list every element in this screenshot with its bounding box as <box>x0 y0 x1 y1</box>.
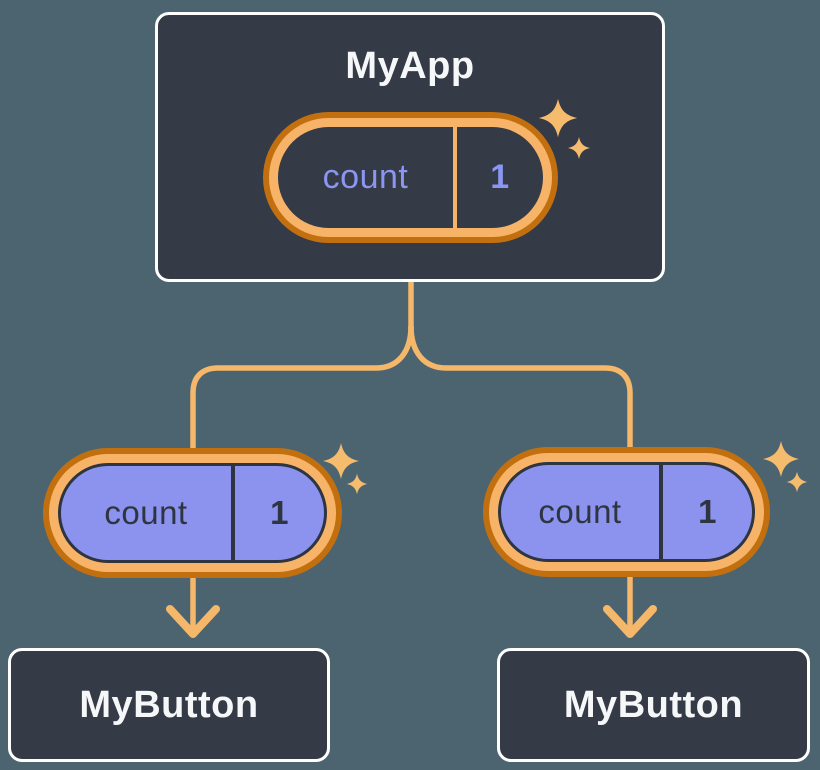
state-pill-divider <box>659 465 663 559</box>
state-value: 1 <box>270 494 289 531</box>
state-name: count <box>538 493 622 530</box>
state-value-cell: 1 <box>663 465 752 559</box>
component-title: MyButton <box>79 683 259 726</box>
state-pill-body: count 1 <box>58 463 327 563</box>
state-pill-ring-outer: count 1 <box>43 448 342 578</box>
state-value: 1 <box>490 158 510 196</box>
state-pill-root: count 1 <box>263 112 558 243</box>
arrow-down-icon <box>166 605 220 638</box>
state-pill-child-left: count 1 <box>43 448 342 578</box>
state-name-cell: count <box>501 465 659 559</box>
state-pill-body: count 1 <box>498 462 755 562</box>
state-pill-ring-inner: count 1 <box>489 453 764 571</box>
state-value: 1 <box>698 493 717 530</box>
component-title: MyButton <box>563 683 744 726</box>
state-pill-divider <box>453 127 457 228</box>
state-pill-child-right: count 1 <box>483 447 770 577</box>
state-value-cell: 1 <box>235 466 324 560</box>
state-name: count <box>104 494 188 531</box>
state-value-cell: 1 <box>457 127 543 228</box>
state-pill-ring-outer: count 1 <box>263 112 558 243</box>
state-pill-body: count 1 <box>278 127 543 228</box>
component-node-child-right: MyButton <box>497 648 810 762</box>
sparkle-icon <box>346 473 368 495</box>
component-node-child-left: MyButton <box>8 648 330 762</box>
state-name-cell: count <box>278 127 453 228</box>
state-pill-ring-inner: count 1 <box>269 118 552 237</box>
state-pill-ring-outer: count 1 <box>483 447 770 577</box>
arrow-down-icon <box>603 605 657 638</box>
sparkle-icon <box>786 471 808 493</box>
state-name: count <box>322 158 409 196</box>
state-name-cell: count <box>61 466 231 560</box>
state-pill-ring-inner: count 1 <box>49 454 336 572</box>
component-title: MyApp <box>345 45 475 87</box>
